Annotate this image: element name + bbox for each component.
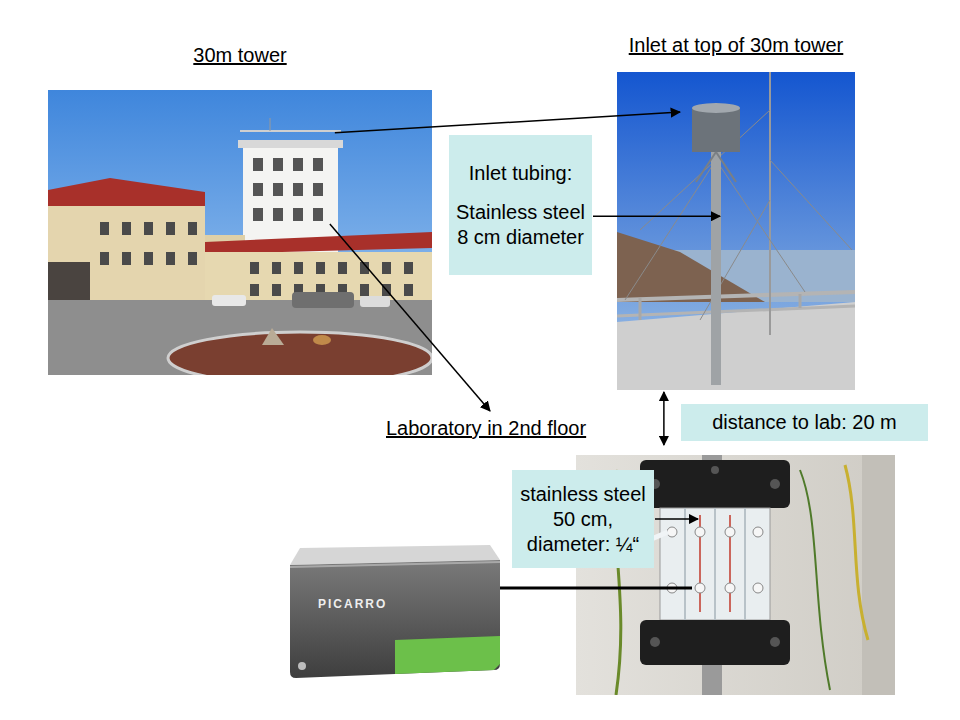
callout-text: distance to lab: 20 m — [686, 410, 923, 435]
callout-text: stainless steel 50 cm, diameter: ¼“ — [517, 482, 649, 557]
callout-box: stainless steel 50 cm, diameter: ¼“ — [512, 470, 654, 568]
photo-heading: Laboratory in 2nd floor — [386, 416, 586, 440]
callout-box: Inlet tubing: Stainless steel 8 cm diamet… — [449, 135, 592, 275]
callout-heading: Inlet tubing: — [454, 161, 587, 186]
connectors — [330, 112, 720, 519]
arrow-connector — [335, 112, 680, 133]
brand-label: PICARRO — [318, 597, 387, 611]
inlet-photo — [617, 72, 855, 390]
analyzer-illustration — [290, 545, 500, 678]
sample-line — [500, 587, 692, 590]
arrow-connector — [593, 215, 720, 217]
arrow-connector — [655, 518, 698, 520]
arrow-connector — [663, 392, 665, 445]
callout-text: Stainless steel 8 cm diameter — [454, 200, 587, 250]
building-photo-frame: 30m tower — [48, 90, 432, 375]
inlet-photo-frame: Inlet at top of 30m tower — [617, 72, 855, 390]
photo-heading: Inlet at top of 30m tower — [629, 33, 844, 57]
photo-heading: 30m tower — [193, 43, 286, 67]
callout-box: distance to lab: 20 m — [681, 404, 928, 441]
building-photo — [48, 90, 432, 375]
